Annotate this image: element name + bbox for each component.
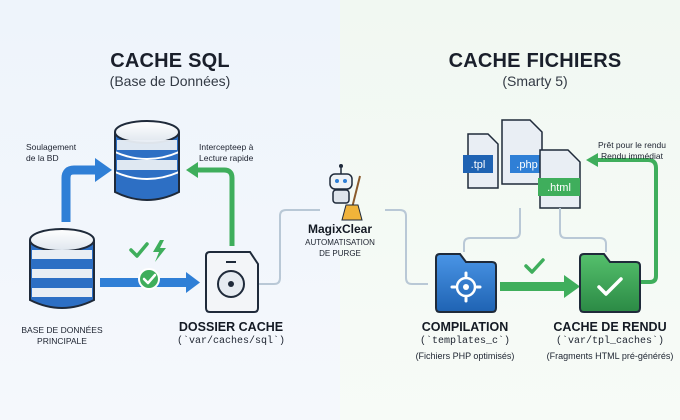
arrow-relief — [61, 165, 96, 222]
intercept-label: Intercepteep à Lecture rapide — [199, 142, 254, 163]
render-title: CACHE DE RENDU — [553, 320, 667, 334]
check-icon — [524, 258, 545, 274]
file-cache-subtitle: (Smarty 5) — [502, 73, 568, 89]
cache-folder-icon — [205, 251, 259, 313]
render-folder-icon — [579, 253, 641, 313]
compile-folder-icon — [435, 253, 497, 313]
files-to-render-line — [559, 208, 607, 252]
cache-folder-path: (`var/caches/sql`) — [176, 336, 286, 347]
database-top-icon — [114, 120, 180, 201]
magixclear-robot-icon — [329, 164, 363, 221]
sql-cache-subtitle: (Base de Données) — [109, 73, 231, 89]
files-to-compile-line — [463, 208, 521, 252]
arrow-ready-head — [586, 153, 598, 167]
render-path: (`var/tpl_caches`) — [555, 336, 665, 347]
arrow-ready — [596, 158, 658, 284]
database-main-icon — [29, 228, 95, 309]
arrow-db-to-folder-head — [186, 272, 200, 293]
ready-label: Prêt pour le rendu Rendu immédiat — [597, 140, 667, 161]
arrow-compile-to-render-head — [564, 275, 580, 298]
magixclear-name: MagixClear — [307, 222, 373, 236]
connector-left — [258, 209, 320, 285]
arrow-relief-head — [95, 158, 112, 182]
relief-label: Soulagement de la BD — [26, 142, 77, 163]
main-db-label: BASE DE DONNÉES PRINCIPALE — [21, 325, 103, 346]
render-desc: (Fragments HTML pré-générés) — [546, 351, 674, 361]
compile-desc: (Fichiers PHP optimisés) — [415, 351, 515, 361]
file-tpl-label: .tpl — [470, 159, 486, 171]
compile-path: (`templates_c`) — [419, 336, 510, 347]
file-php-label: .php — [516, 159, 538, 171]
speed-check-icons — [129, 240, 166, 290]
arrow-intercept — [196, 167, 235, 246]
cache-folder-title: DOSSIER CACHE — [178, 320, 284, 334]
connector-right — [385, 209, 428, 285]
compile-title: COMPILATION — [421, 320, 509, 334]
file-cluster — [463, 119, 581, 209]
magixclear-subtitle: AUTOMATISATION DE PURGE — [305, 238, 375, 258]
arrow-intercept-head — [186, 162, 198, 178]
file-cache-title: CACHE FICHIERS — [448, 50, 622, 72]
arrow-compile-to-render — [500, 282, 566, 291]
sql-cache-title: CACHE SQL — [110, 50, 230, 72]
file-html-label: .html — [547, 182, 571, 194]
